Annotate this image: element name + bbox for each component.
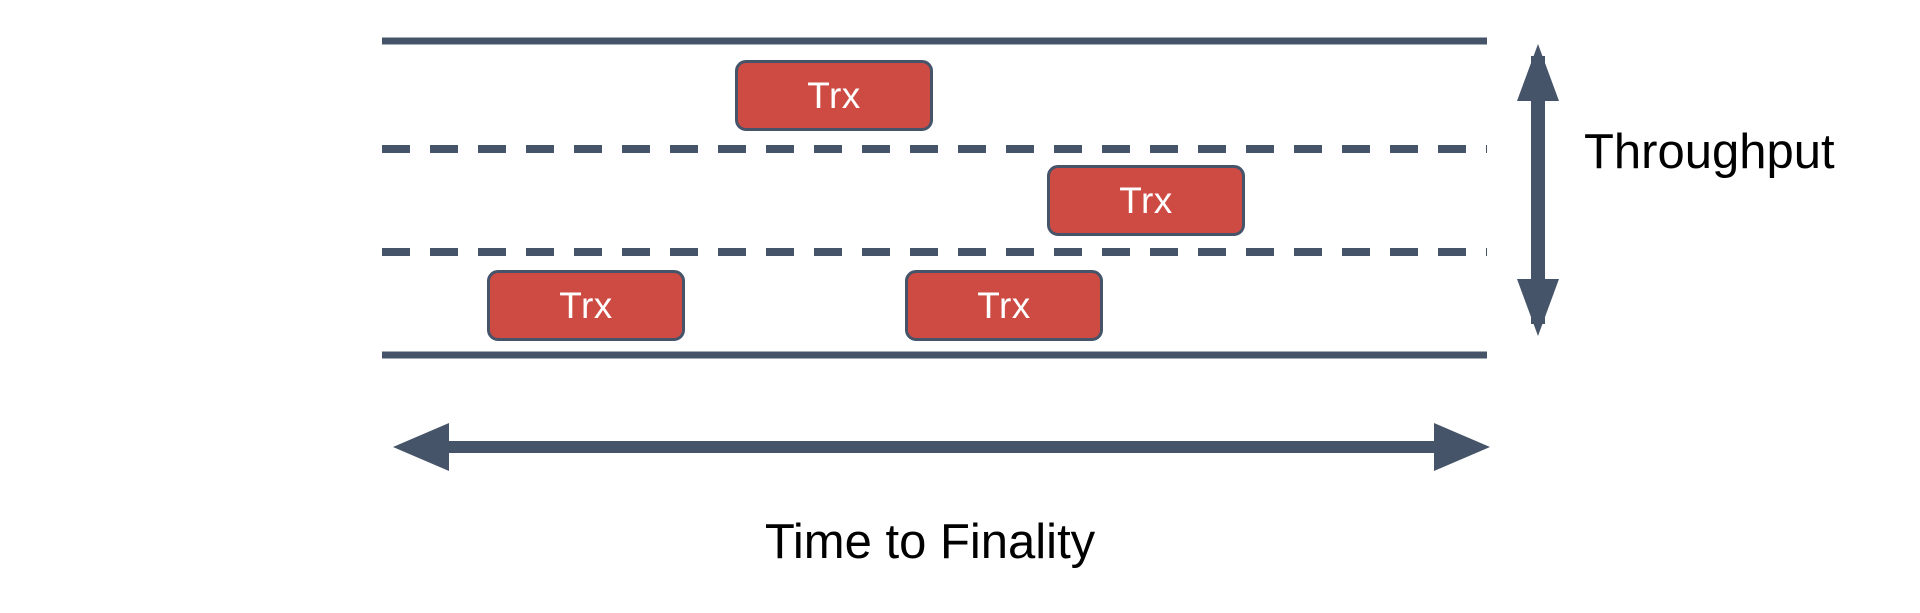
- arrowhead-right-icon: [1434, 423, 1490, 471]
- throughput-axis-label: Throughput: [1584, 125, 1835, 179]
- arrowhead-left-icon: [393, 423, 449, 471]
- arrowhead-up-icon: [1517, 44, 1559, 101]
- time-to-finality-axis-label: Time to Finality: [764, 515, 1096, 569]
- transaction-block[interactable]: Trx: [487, 270, 685, 341]
- finality-axis-arrow: [393, 423, 1490, 471]
- transaction-block[interactable]: Trx: [905, 270, 1103, 341]
- transaction-block[interactable]: Trx: [1047, 165, 1245, 236]
- arrowhead-down-icon: [1517, 279, 1559, 336]
- throughput-axis-arrow: [1517, 44, 1559, 336]
- transaction-block[interactable]: Trx: [735, 60, 933, 131]
